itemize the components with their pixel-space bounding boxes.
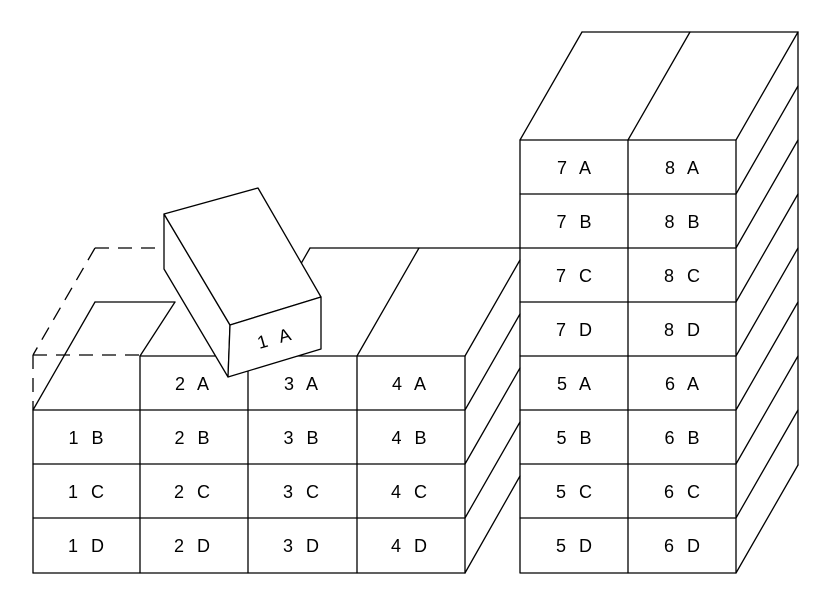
tilted-box-1a: 1 A [163,187,322,378]
cell-label: 7 B [556,212,595,232]
tall-stack-side [735,31,799,574]
cell-label: 2 D [174,536,214,556]
cell-label: 4 C [391,482,431,502]
cell-label: 8 C [664,266,704,286]
tall-stack-top [519,31,799,141]
cell-label: 2 A [175,374,213,394]
cell-label: 5 C [556,482,596,502]
cell-label: 6 D [664,536,704,556]
cell-label: 3 C [283,482,323,502]
cell-label: 5 B [556,428,595,448]
cell-label: 6 C [664,482,704,502]
cell-label: 8 A [665,158,703,178]
cell-label: 8 B [664,212,703,232]
cell-label: 3 B [283,428,322,448]
cell-label: 4 A [392,374,430,394]
cell-label: 6 A [665,374,703,394]
cell-label: 8 D [664,320,704,340]
cell-label: 1 C [68,482,108,502]
cell-label: 7 A [557,158,595,178]
cell-label: 1 D [68,536,108,556]
cell-label: 6 B [664,428,703,448]
low-stack-side [464,313,521,574]
cell-label: 4 D [391,536,431,556]
cell-label: 3 D [283,536,323,556]
cell-label: 7 D [556,320,596,340]
tall-stack: 7 A 8 A 7 B 8 B 7 C 8 C 7 D 8 D 5 A 6 A … [519,31,799,574]
low-stack-labels: 2 A 3 A 4 A 1 B 2 B 3 B 4 B 1 C 2 C 3 C … [68,374,431,556]
tall-stack-labels: 7 A 8 A 7 B 8 B 7 C 8 C 7 D 8 D 5 A 6 A … [556,158,704,556]
cell-label: 4 B [391,428,430,448]
low-stack: 2 A 3 A 4 A 1 B 2 B 3 B 4 B 1 C 2 C 3 C … [32,247,521,574]
cell-label: 5 D [556,536,596,556]
cell-label: 7 C [556,266,596,286]
removed-box-outline [32,247,165,410]
cell-label: 2 B [174,428,213,448]
cell-label: 2 C [174,482,214,502]
cell-label: 5 A [557,374,595,394]
tall-stack-front [519,139,737,574]
cell-label: 1 B [68,428,107,448]
cell-label: 3 A [284,374,322,394]
